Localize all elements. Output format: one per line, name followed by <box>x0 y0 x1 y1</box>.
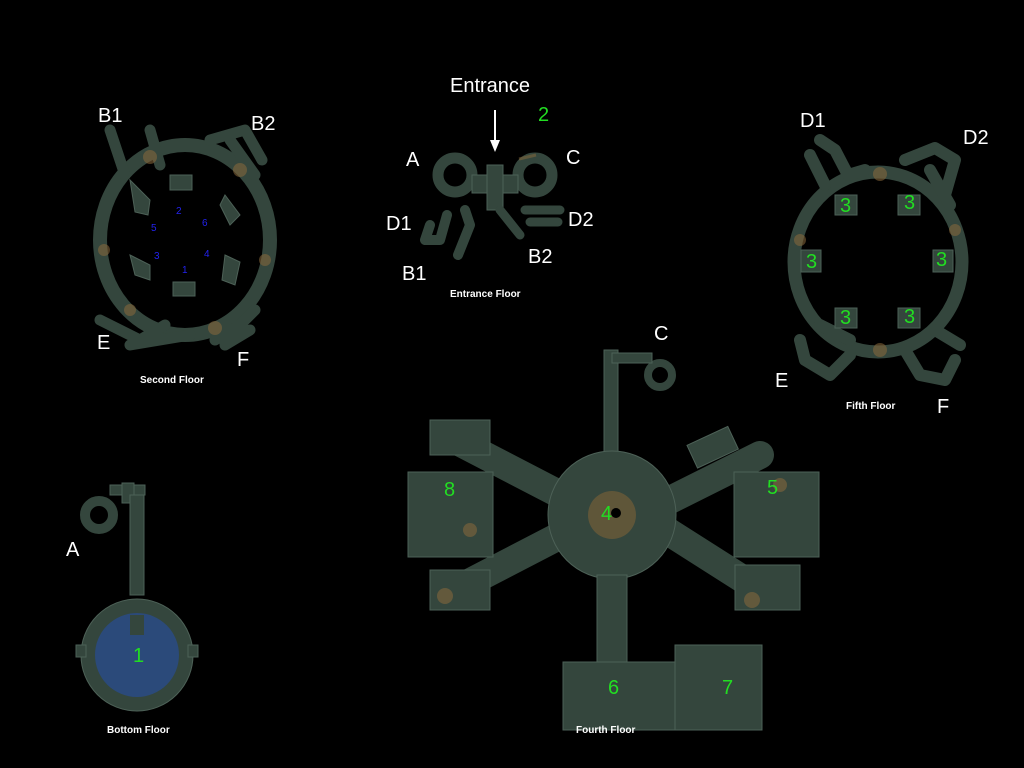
fourth-floor-room-8: 8 <box>444 479 456 501</box>
fourth-floor-room-5: 5 <box>767 477 779 499</box>
entrance-label: Entrance <box>450 75 531 97</box>
second-floor-exit-b1: B1 <box>98 105 123 127</box>
fifth-floor-map <box>787 134 969 386</box>
entrance-room-2: 2 <box>538 104 550 126</box>
bottom-floor-exit-a: A <box>66 539 80 561</box>
fifth-floor-room-3: 3 <box>904 306 916 328</box>
fourth-floor-room-7: 7 <box>722 677 734 699</box>
second-floor-room-3: 3 <box>154 251 160 262</box>
entrance-exit-b1: B1 <box>402 263 427 285</box>
second-floor-map <box>93 124 277 351</box>
fifth-floor-exit-d1: D1 <box>800 110 826 132</box>
second-floor-room-5: 5 <box>151 223 157 234</box>
bottom-floor-map <box>75 482 199 712</box>
fifth-floor-exit-f: F <box>937 396 950 418</box>
fifth-floor-room-3: 3 <box>936 249 948 271</box>
fourth-floor-room-4: 4 <box>601 503 613 525</box>
entrance-exit-b2: B2 <box>528 246 553 268</box>
fifth-floor-room-3: 3 <box>840 307 852 329</box>
entrance-floor-map <box>420 110 565 260</box>
fifth-floor-room-3: 3 <box>840 195 852 217</box>
fourth-floor-caption: Fourth Floor <box>576 725 636 736</box>
entrance-floor-caption: Entrance Floor <box>450 289 521 300</box>
entrance-exit-c: C <box>566 147 581 169</box>
fourth-floor-map <box>407 349 820 731</box>
bottom-floor-room-1: 1 <box>133 645 145 667</box>
entrance-exit-d1: D1 <box>386 213 412 235</box>
second-floor-exit-b2: B2 <box>251 113 276 135</box>
bottom-floor-caption: Bottom Floor <box>107 725 170 736</box>
entrance-exit-a: A <box>406 149 420 171</box>
second-floor-room-2: 2 <box>176 206 182 217</box>
fifth-floor-room-3: 3 <box>806 251 818 273</box>
second-floor-room-4: 4 <box>204 249 210 260</box>
second-floor-caption: Second Floor <box>140 375 204 386</box>
fourth-floor-exit-c: C <box>654 323 669 345</box>
entrance-exit-d2: D2 <box>568 209 594 231</box>
second-floor-room-1: 1 <box>182 265 188 276</box>
second-floor-exit-e: E <box>97 332 111 354</box>
fourth-floor-room-6: 6 <box>608 677 620 699</box>
second-floor-room-6: 6 <box>202 218 208 229</box>
second-floor-exit-f: F <box>237 349 250 371</box>
fifth-floor-room-3: 3 <box>904 192 916 214</box>
fifth-floor-caption: Fifth Floor <box>846 401 896 412</box>
fifth-floor-exit-d2: D2 <box>963 127 989 149</box>
fifth-floor-exit-e: E <box>775 370 789 392</box>
